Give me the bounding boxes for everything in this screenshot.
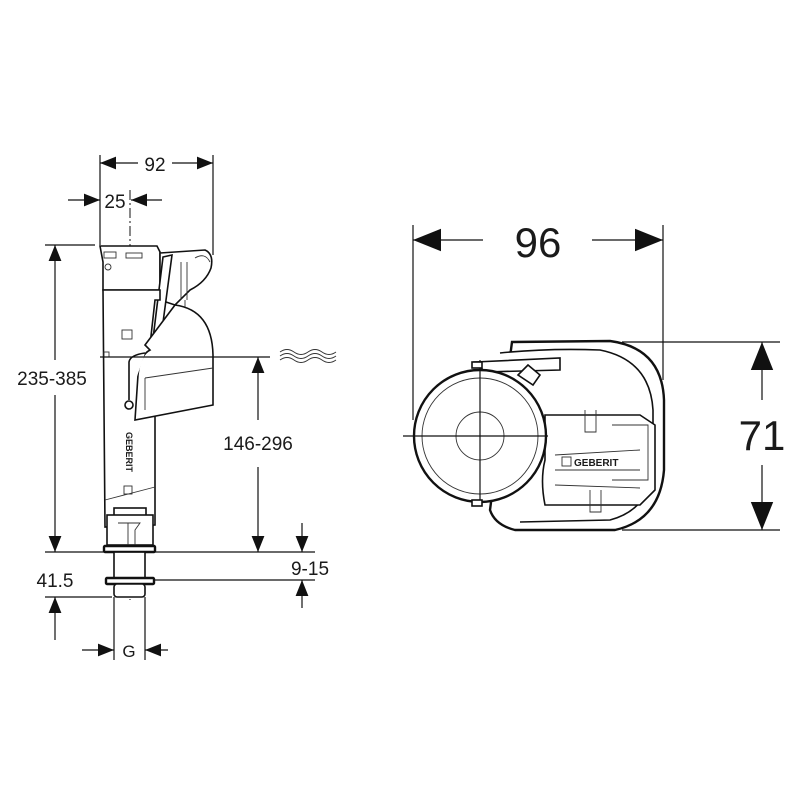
dimension-71: 71 bbox=[622, 341, 786, 531]
dimension-9-15: 9-15 bbox=[155, 523, 329, 608]
dim-label-235-385: 235-385 bbox=[17, 369, 87, 390]
water-wave-icon bbox=[279, 349, 337, 363]
dimension-92: 92 bbox=[99, 155, 214, 255]
dimension-25: 25 bbox=[68, 192, 162, 213]
dim-label-41-5: 41.5 bbox=[37, 571, 74, 592]
side-view: 92 25 bbox=[17, 155, 337, 661]
dim-label-146-296: 146-296 bbox=[223, 434, 293, 455]
dimension-146-296: 146-296 bbox=[223, 357, 293, 552]
dimension-41-5: 41.5 bbox=[37, 571, 112, 640]
dimension-96: 96 bbox=[412, 219, 664, 420]
dimension-g: G bbox=[82, 597, 168, 661]
brand-mark-side: GEBERIT bbox=[124, 432, 134, 473]
dim-label-25: 25 bbox=[104, 192, 125, 213]
fill-valve-side-drawing: GEBERIT bbox=[99, 245, 214, 598]
dim-label-71: 71 bbox=[739, 412, 786, 459]
brand-mark-top: GEBERIT bbox=[574, 458, 618, 469]
dim-label-96: 96 bbox=[515, 219, 562, 266]
dim-label-92: 92 bbox=[144, 155, 165, 176]
dim-label-g: G bbox=[122, 642, 135, 661]
dim-label-9-15: 9-15 bbox=[291, 559, 329, 580]
fill-valve-top-drawing: GEBERIT bbox=[403, 339, 666, 532]
dimension-235-385: 235-385 bbox=[17, 244, 315, 553]
top-view: 96 71 GEBERIT bbox=[403, 219, 786, 532]
